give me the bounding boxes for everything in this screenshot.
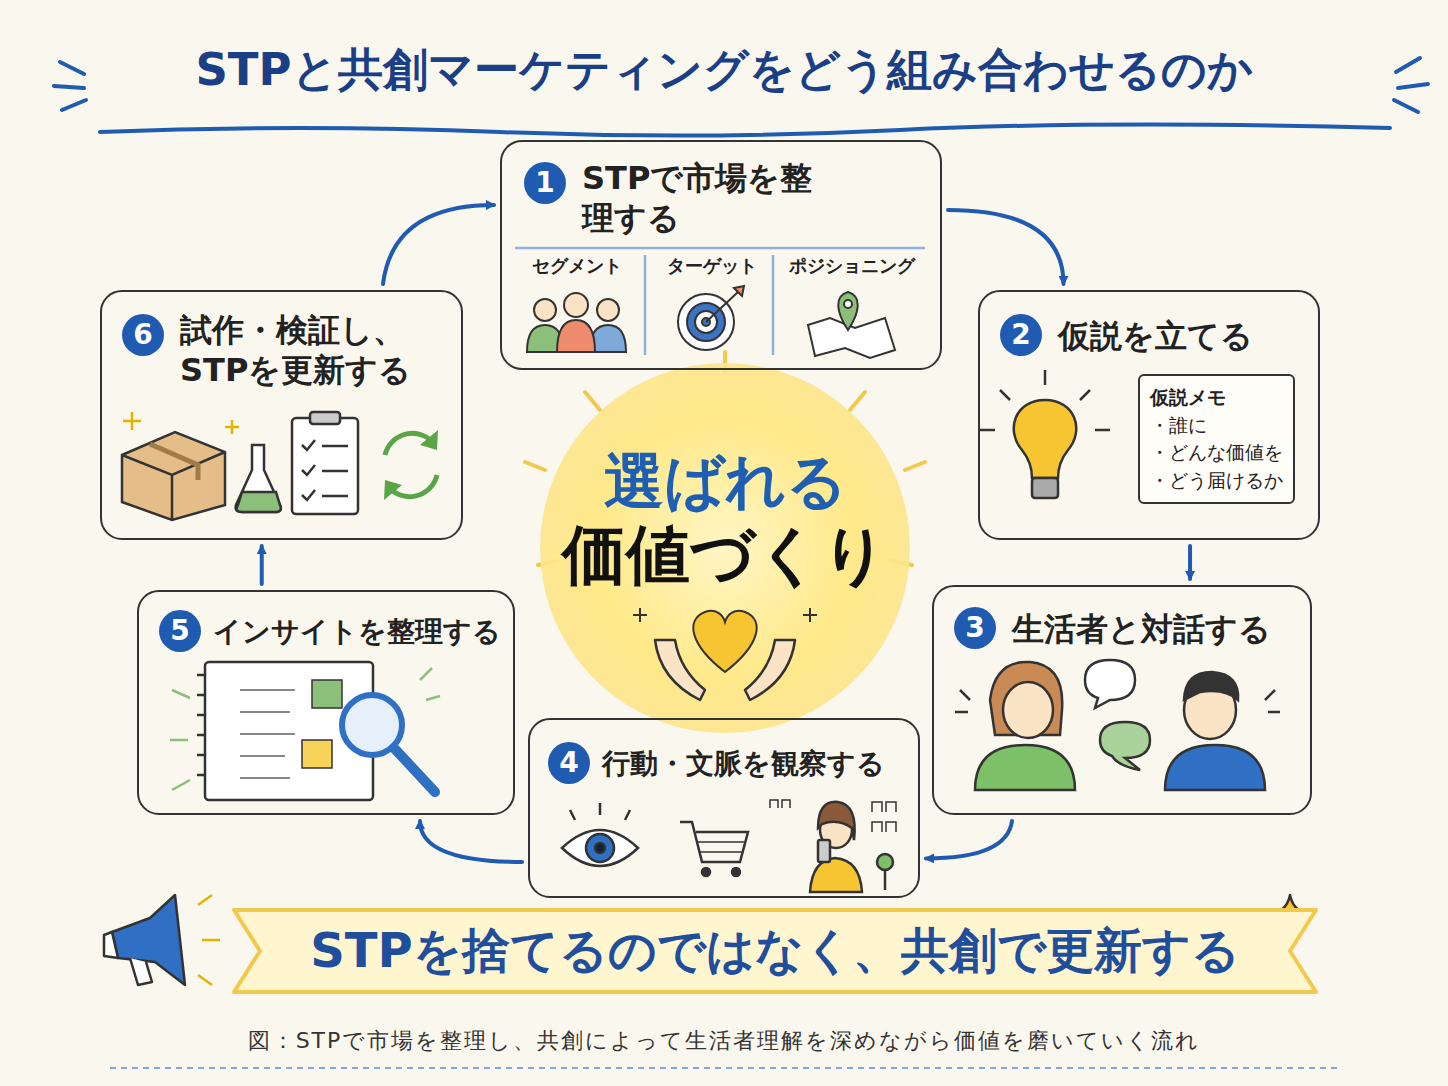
memo-box: 仮説メモ・誰に・どんな価値を・どう届けるか [1138, 374, 1295, 504]
memo-line: ・どう届けるか [1150, 467, 1283, 495]
step-number: 6 [122, 314, 164, 356]
memo-line: ・誰に [1150, 412, 1283, 440]
step-number: 4 [548, 742, 590, 784]
step-heading: 試作・検証し、STPを更新する [180, 310, 435, 390]
step-box: 6 試作・検証し、STPを更新する [100, 290, 463, 540]
memo-line: ・どんな価値を [1150, 439, 1283, 467]
step-box: 5 インサイトを整理する [137, 590, 515, 815]
flow-arrow [1188, 546, 1192, 579]
step-heading: 生活者と対話する [1012, 609, 1271, 649]
center-heading: 選ばれる [604, 445, 847, 517]
center-circle: 選ばれる価値づくり [560, 405, 890, 595]
center-heading: 価値づくり [562, 517, 888, 594]
step-heading: 仮説を立てる [1058, 316, 1253, 356]
flow-arrow [948, 210, 1064, 284]
memo-heading: 仮説メモ [1150, 384, 1283, 412]
step-number: 5 [159, 610, 201, 652]
flow-arrow [383, 205, 494, 284]
title: STPと共創マーケティングをどう組み合わせるのか [0, 40, 1448, 100]
flow-arrow [420, 821, 522, 862]
step-box: 4 行動・文脈を観察する [528, 718, 920, 898]
flow-arrow [260, 546, 264, 584]
banner-ribbon: STPを捨てるのではなく、共創で更新する [230, 906, 1320, 996]
step-heading: 行動・文脈を観察する [602, 746, 885, 781]
banner-text: STPを捨てるのではなく、共創で更新する [310, 919, 1240, 983]
flow-arrow [926, 821, 1012, 858]
step-number: 2 [1000, 314, 1042, 356]
step-box: 1 STPで市場を整理するセグメントターゲットポジショニング [500, 140, 942, 370]
step-box: 2 仮説を立てる仮説メモ・誰に・どんな価値を・どう届けるか [978, 290, 1320, 540]
column-label: ポジショニング [782, 254, 922, 278]
caption: 図：STPで市場を整理し、共創によって生活者理解を深めながら価値を磨いていく流れ [0, 1026, 1448, 1056]
step-number: 3 [954, 607, 996, 649]
step-box: 3 生活者と対話する [932, 585, 1312, 815]
step-heading: STPで市場を整理する [582, 158, 832, 238]
column-label: セグメント [507, 254, 647, 278]
column-label: ターゲット [642, 254, 782, 278]
step-number: 1 [524, 162, 566, 204]
step-heading: インサイトを整理する [213, 614, 501, 649]
